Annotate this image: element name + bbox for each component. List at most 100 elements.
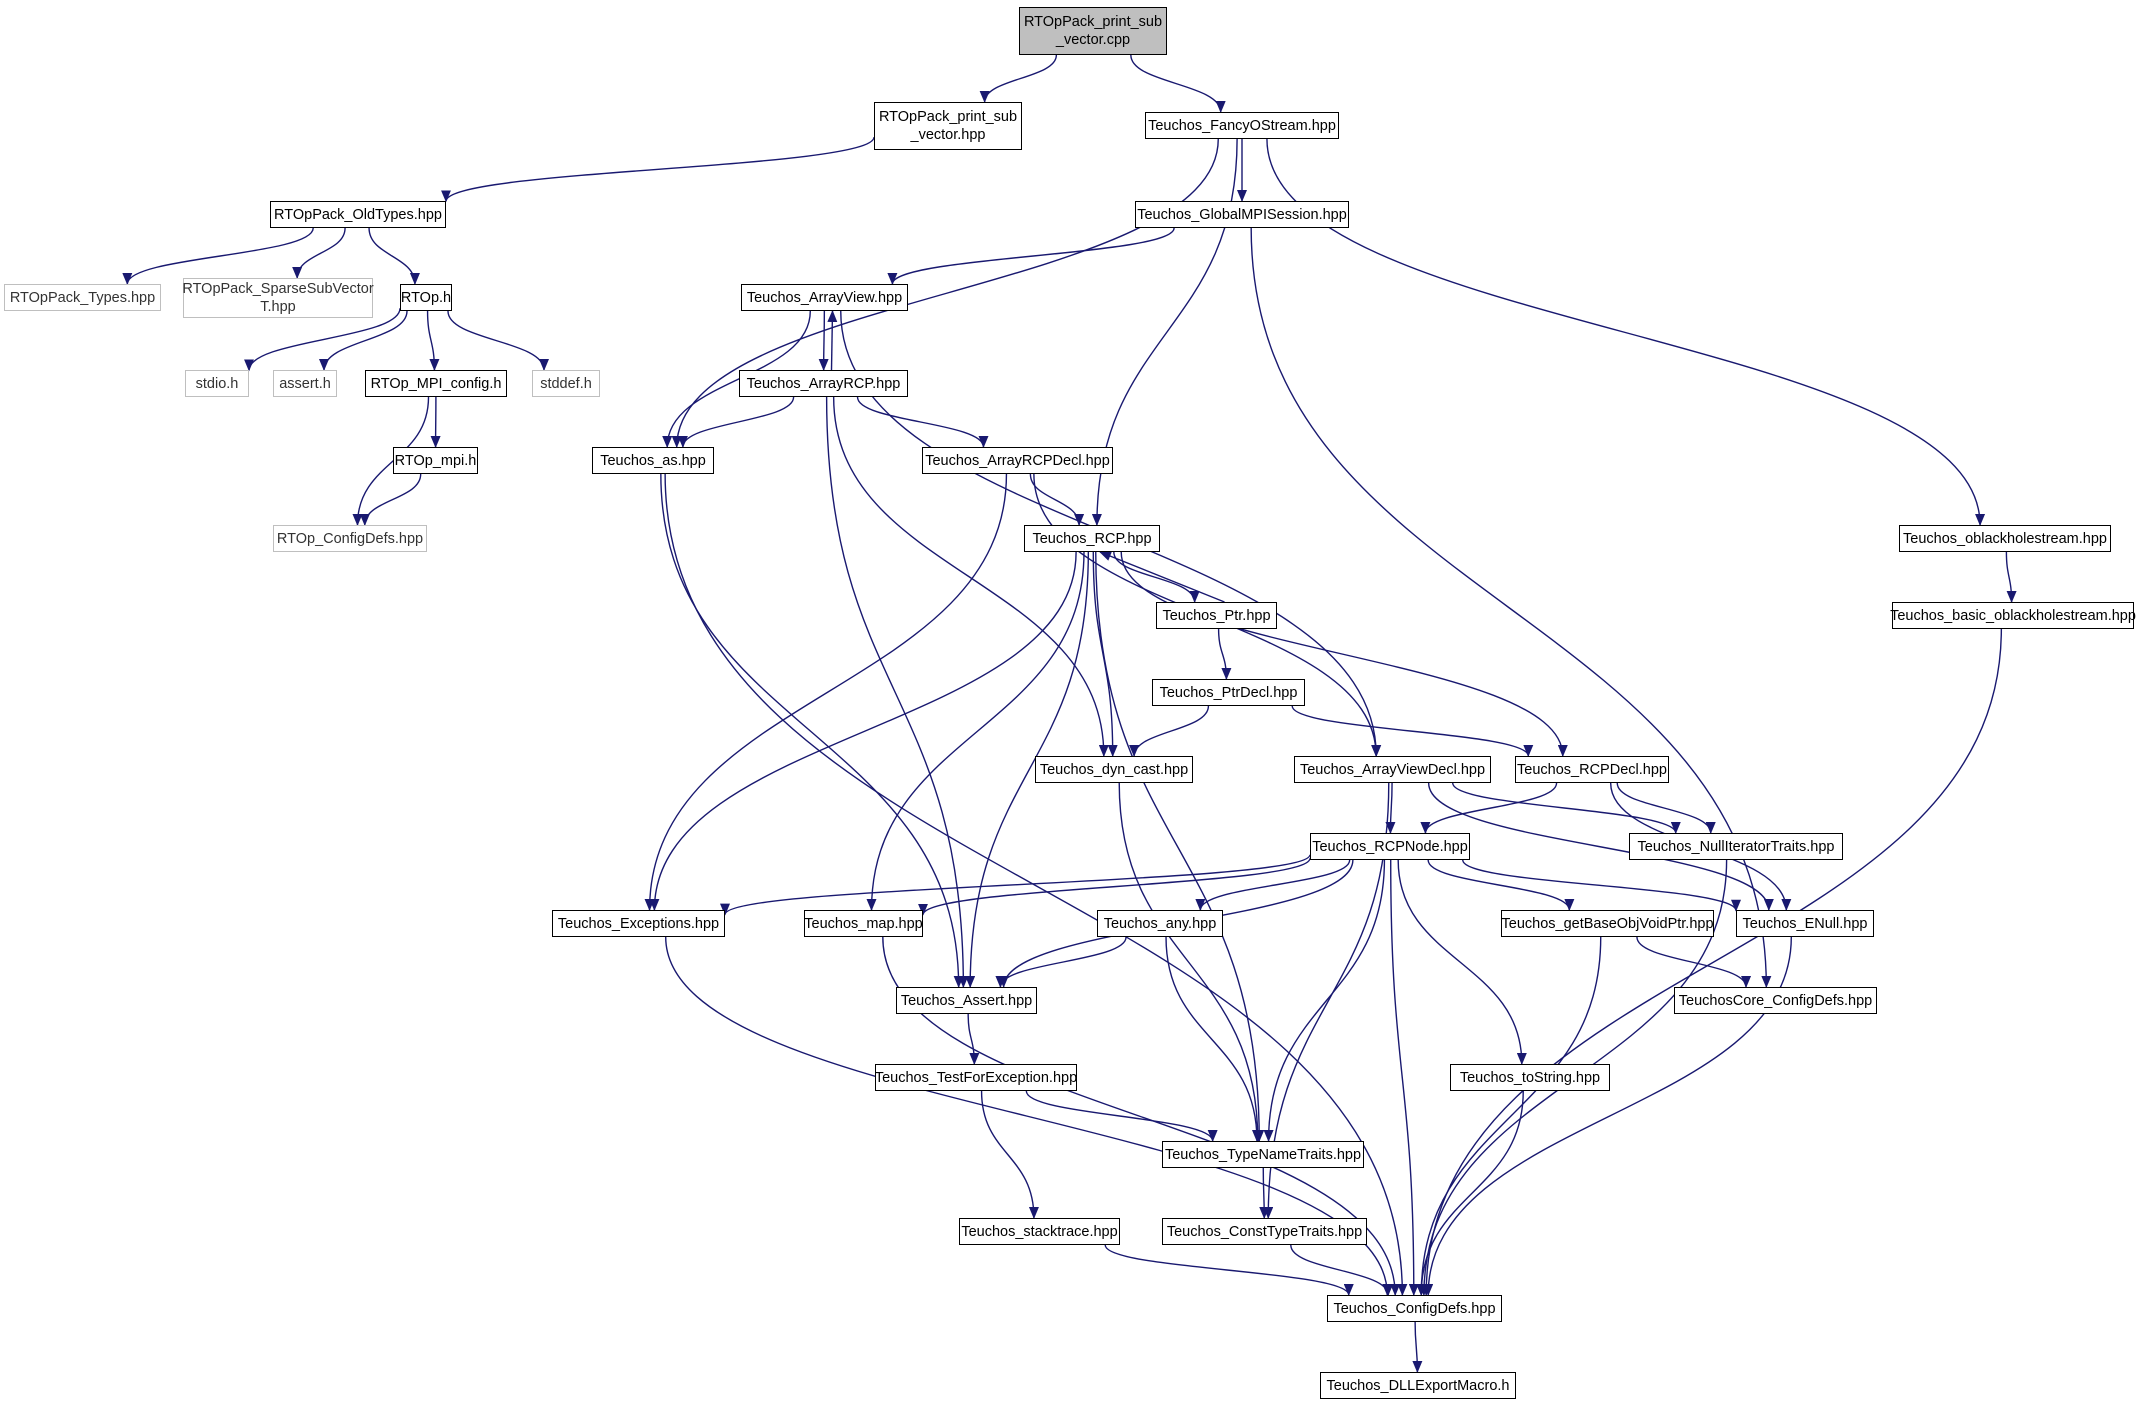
edge-rcpnode-to-exceptions [720,854,1311,916]
node-rtop-mpi[interactable]: RTOp_mpi.h [393,447,478,474]
edge-rtop_h-to-assert_h [319,310,408,371]
edge-rcp-to-assert_hpp [965,551,1090,988]
edge-fancy-to-rcp [1091,138,1238,526]
node-corecfg[interactable]: TeuchosCore_ConfigDefs.hpp [1674,987,1877,1014]
node-rcpdecl[interactable]: Teuchos_RCPDecl.hpp [1515,756,1669,783]
edge-fancy-to-oblackhole [1266,138,1986,526]
edge-typename-to-consttype [1259,1167,1270,1219]
edge-arrayview-to-as [662,310,811,448]
node-fancy[interactable]: Teuchos_FancyOStream.hpp [1145,112,1339,139]
node-configdefs[interactable]: Teuchos_ConfigDefs.hpp [1327,1295,1502,1322]
edge-arrayrcp-to-dyncast [832,396,1109,757]
edge-as-to-assert_hpp [660,473,964,988]
node-arrayviewdecl[interactable]: Teuchos_ArrayViewDecl.hpp [1294,756,1491,783]
edge-arrayviewdecl-to-consttype [1263,782,1390,1219]
edge-arrayrcp-to-assert_hpp [825,396,969,988]
edge-stacktrace-to-configdefs [1104,1244,1354,1296]
node-consttype[interactable]: Teuchos_ConstTypeTraits.hpp [1162,1218,1367,1245]
edge-globalmpi-to-corecfg [1250,227,1772,988]
edge-arrayviewdecl-to-nulliter [1452,782,1681,834]
edge-rtop_h-to-mpi_config [426,310,440,371]
node-rtoppack-types[interactable]: RTOpPack_Types.hpp [4,284,161,311]
node-ptr[interactable]: Teuchos_Ptr.hpp [1156,602,1277,629]
edge-fancy-to-as [671,138,1219,448]
node-assert-h[interactable]: assert.h [273,370,337,397]
edge-rcp-to-ptr [1113,551,1200,603]
node-sparse[interactable]: RTOpPack_SparseSubVector T.hpp [182,278,374,318]
node-testforexc[interactable]: Teuchos_TestForException.hpp [875,1064,1077,1091]
node-any[interactable]: Teuchos_any.hpp [1097,910,1223,937]
node-enull[interactable]: Teuchos_ENull.hpp [1736,910,1874,937]
node-getbase[interactable]: Teuchos_getBaseObjVoidPtr.hpp [1501,910,1714,937]
edge-arrayrcp-to-arrayview [827,310,838,371]
edge-rtop_mpi-to-rtop_configdefs [359,473,422,526]
edge-rcpnode-to-typename [1263,859,1386,1142]
edge-tostring-to-configdefs [1416,1090,1524,1296]
edge-oblackhole-to-basic_oblackhole [2005,551,2017,603]
edge-oldtypes-to-sparse [292,227,346,279]
node-root[interactable]: RTOpPack_print_sub _vector.cpp [1019,7,1167,55]
node-basic-oblackhole[interactable]: Teuchos_basic_oblackholestream.hpp [1890,602,2136,629]
node-mpi-config[interactable]: RTOp_MPI_config.h [365,370,507,397]
edge-dyncast-to-typename [1118,782,1263,1142]
edge-rcpnode-to-any [1195,859,1351,911]
node-assert-hpp[interactable]: Teuchos_Assert.hpp [896,987,1037,1014]
edge-rcpnode-to-getbase [1427,859,1575,911]
edge-rcp-to-map [866,551,1085,911]
edge-arrayview-to-arrayrcp [818,310,829,371]
edge-getbase-to-corecfg [1636,936,1752,988]
edge-globalmpi-to-arrayview [887,227,1175,285]
node-arrayrcpdecl[interactable]: Teuchos_ArrayRCPDecl.hpp [922,447,1113,474]
edge-oldtypes-to-rtoppack_types [122,227,314,285]
edge-testforexc-to-typename [1025,1090,1218,1142]
node-map[interactable]: Teuchos_map.hpp [804,910,923,937]
edge-rcpdecl-to-rcpnode [1420,782,1558,834]
node-rcp[interactable]: Teuchos_RCP.hpp [1024,525,1160,552]
edge-arrayrcpdecl-to-rcp [1029,473,1085,526]
edge-ptr-to-ptrdecl [1217,628,1232,680]
edge-print_hpp-to-oldtypes [441,136,875,203]
edge-consttype-to-configdefs [1290,1244,1394,1296]
node-globalmpi[interactable]: Teuchos_GlobalMPISession.hpp [1135,201,1349,228]
node-stddef[interactable]: stddef.h [532,370,600,397]
edge-ptrdecl-to-dyncast [1129,705,1210,757]
edge-any-to-typename [1165,936,1262,1142]
edge-rtop_h-to-stddef [447,310,549,371]
node-oblackhole[interactable]: Teuchos_oblackholestream.hpp [1899,525,2111,552]
edge-root-to-print_hpp [979,54,1058,103]
node-rtop-configdefs[interactable]: RTOp_ConfigDefs.hpp [273,525,427,552]
edge-ptr-to-rcp [1099,551,1225,603]
node-typename[interactable]: Teuchos_TypeNameTraits.hpp [1162,1141,1364,1168]
edge-getbase-to-configdefs [1416,936,1602,1296]
node-dyncast[interactable]: Teuchos_dyn_cast.hpp [1035,756,1193,783]
node-exceptions[interactable]: Teuchos_Exceptions.hpp [552,910,725,937]
edge-assert_hpp-to-testforexc [967,1013,980,1065]
edge-rcpnode-to-configdefs [1390,859,1419,1296]
edge-arrayrcp-to-as [677,396,795,448]
node-arrayrcp[interactable]: Teuchos_ArrayRCP.hpp [739,370,908,397]
node-rcpnode[interactable]: Teuchos_RCPNode.hpp [1310,833,1470,860]
edge-arrayviewdecl-to-enull [1427,782,1774,911]
edge-arrayviewdecl-to-rcpnode [1385,782,1396,834]
node-tostring[interactable]: Teuchos_toString.hpp [1450,1064,1610,1091]
node-dllexport[interactable]: Teuchos_DLLExportMacro.h [1320,1372,1516,1399]
edge-rcp-to-typename [1095,551,1265,1142]
edge-configdefs-to-dllexport [1412,1321,1423,1373]
node-ptrdecl[interactable]: Teuchos_PtrDecl.hpp [1152,679,1305,706]
node-stdio[interactable]: stdio.h [185,370,249,397]
node-print-hpp[interactable]: RTOpPack_print_sub _vector.hpp [874,102,1022,150]
edge-any-to-assert_hpp [995,936,1127,988]
node-arrayview[interactable]: Teuchos_ArrayView.hpp [741,284,908,311]
node-rtop-h[interactable]: RTOp.h [400,284,452,311]
edge-rcpnode-to-map [918,857,1311,916]
edge-oldtypes-to-rtop_h [368,227,420,285]
node-stacktrace[interactable]: Teuchos_stacktrace.hpp [959,1218,1120,1245]
node-as[interactable]: Teuchos_as.hpp [592,447,714,474]
edge-rcpdecl-to-nulliter [1616,782,1716,834]
edge-arrayrcpdecl-to-exceptions [644,473,1008,911]
node-oldtypes[interactable]: RTOpPack_OldTypes.hpp [270,201,446,228]
edge-rtop_h-to-stdio [244,308,401,372]
node-nulliter[interactable]: Teuchos_NullIteratorTraits.hpp [1629,833,1843,860]
edge-ptrdecl-to-rcpdecl [1291,705,1534,757]
